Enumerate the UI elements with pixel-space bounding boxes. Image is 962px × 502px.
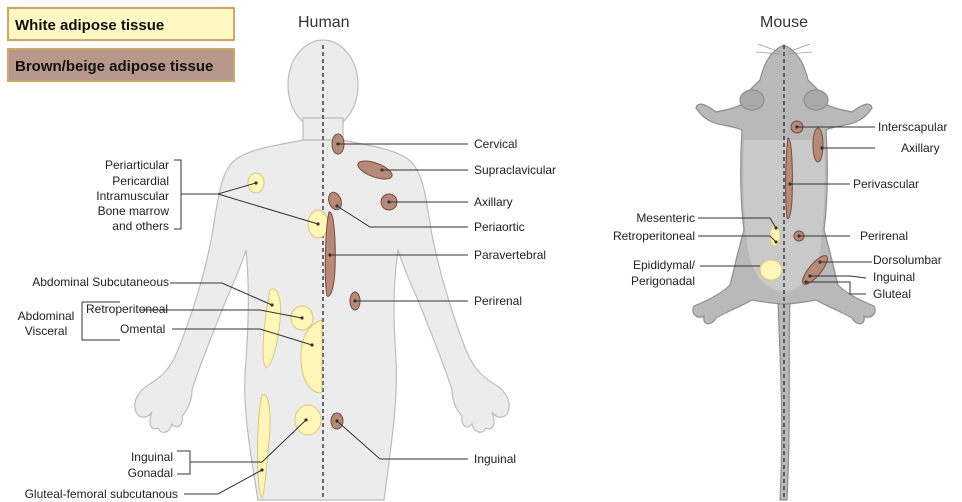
label-retroperitoneal: Retroperitoneal xyxy=(86,302,168,316)
label-visceral: Visceral xyxy=(25,324,67,338)
label-gluteal: Gluteal xyxy=(873,287,911,301)
human-figure xyxy=(135,40,510,500)
label-gonadal: Gonadal xyxy=(128,466,173,480)
mouse-left-labels: Mesenteric Retroperitoneal Epididymal/ P… xyxy=(613,211,696,288)
label-gluteal-femoral: Gluteal-femoral subcutanous xyxy=(25,487,178,501)
label-inguinal-mouse: Inguinal xyxy=(873,270,915,284)
label-abdominal-subcutaneous: Abdominal Subcutaneous xyxy=(32,275,169,289)
label-pericardial: Pericardial xyxy=(112,174,169,188)
label-mesenteric: Mesenteric xyxy=(636,211,695,225)
human-left-labels: Periarticular Pericardial Intramuscular … xyxy=(18,158,178,501)
label-bone-marrow: Bone marrow xyxy=(98,204,170,218)
label-dorsolumbar: Dorsolumbar xyxy=(873,253,942,267)
label-omental: Omental xyxy=(120,322,165,336)
label-perigonadal: Perigonadal xyxy=(631,274,695,288)
label-and-others: and others xyxy=(112,219,169,233)
label-retroperitoneal-mouse: Retroperitoneal xyxy=(613,229,695,243)
label-periaortic: Periaortic xyxy=(474,220,525,234)
label-perirenal-human: Perirenal xyxy=(474,294,522,308)
mouse-right-labels: Interscapular Axillary Perivascular Peri… xyxy=(853,120,947,301)
label-inguinal-human-right: Inguinal xyxy=(474,452,516,466)
label-interscapular: Interscapular xyxy=(878,120,947,134)
label-paravertebral: Paravertebral xyxy=(474,248,546,262)
label-perivascular: Perivascular xyxy=(853,177,919,191)
human-depot-gonadal xyxy=(295,405,321,435)
label-periarticular: Periarticular xyxy=(105,158,169,172)
label-intramuscular: Intramuscular xyxy=(96,189,169,203)
label-axillary-mouse: Axillary xyxy=(901,141,940,155)
label-supraclavicular: Supraclavicular xyxy=(474,163,556,177)
label-perirenal-mouse: Perirenal xyxy=(860,229,908,243)
mouse-depot-perivascular xyxy=(786,138,793,218)
label-cervical: Cervical xyxy=(474,137,517,151)
label-inguinal-human: Inguinal xyxy=(131,450,173,464)
label-epididymal: Epididymal/ xyxy=(633,258,696,272)
label-axillary-human: Axillary xyxy=(474,195,513,209)
mouse-depot-epididymal xyxy=(760,260,782,280)
mouse-depot-axillary xyxy=(813,128,823,162)
label-abdominal: Abdominal xyxy=(18,309,75,323)
